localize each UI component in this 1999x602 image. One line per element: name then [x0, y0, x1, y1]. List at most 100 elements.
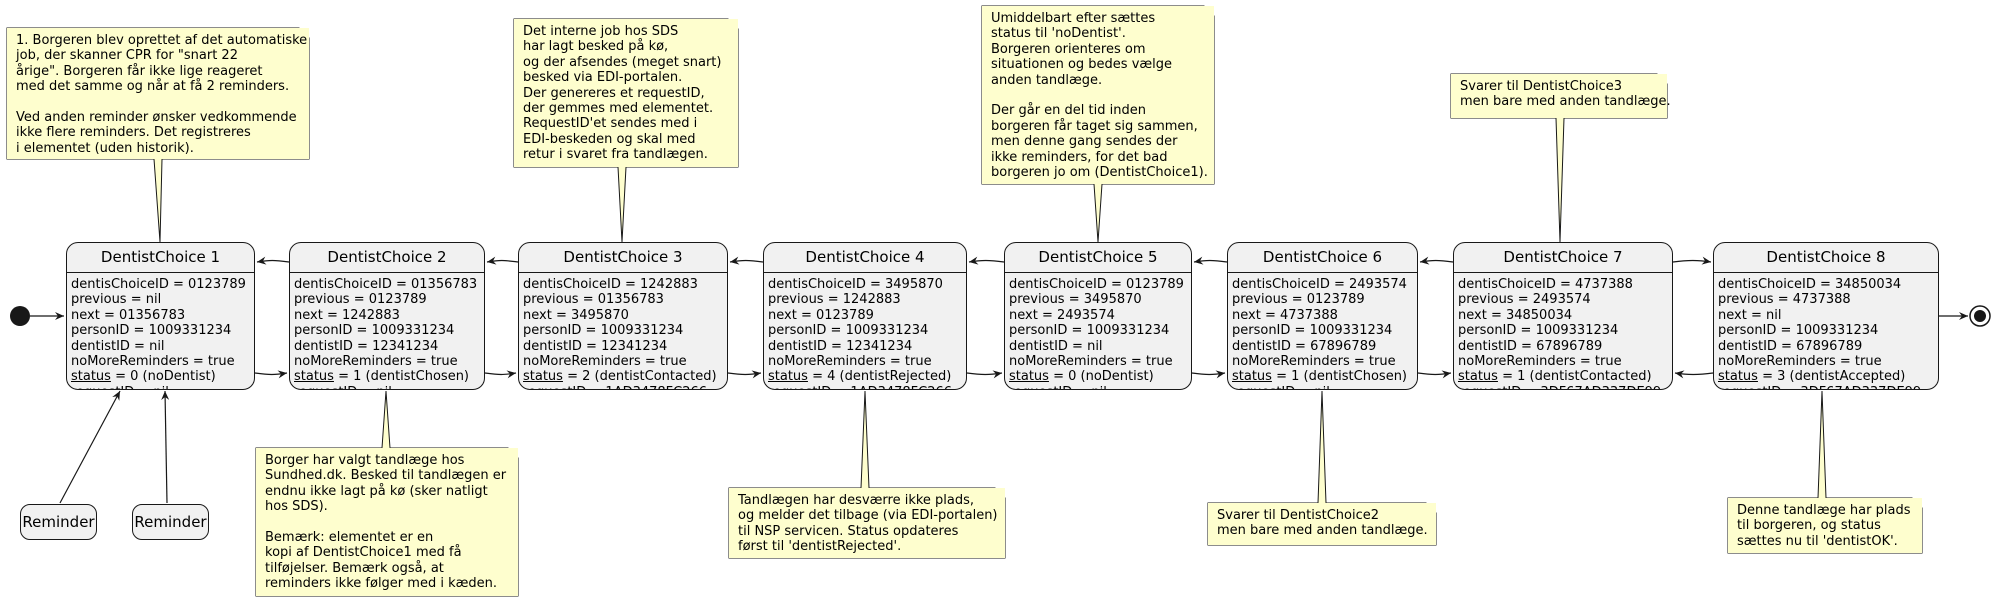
attribute-value: = 3DF67AD337DE99... [1521, 385, 1672, 389]
attribute-value: = 1009331234 [129, 323, 232, 339]
attribute-line: dentisChoiceID = 1242883 [523, 277, 727, 292]
attribute-line: personID = 1009331234 [1232, 323, 1417, 338]
note-connector [381, 390, 391, 449]
attribute-key: personID [71, 323, 130, 339]
attribute-value: = 0123789 [1287, 292, 1365, 308]
attribute-value: = 4737388 [1260, 307, 1338, 323]
note-connector [617, 166, 627, 243]
attribute-key: personID [1458, 323, 1517, 339]
attribute-line: next = 2493574 [1009, 308, 1191, 323]
attribute-key: requestID [1009, 385, 1072, 389]
attribute-value: = nil [357, 385, 392, 389]
attribute-value: = 1242883 [823, 292, 901, 308]
attribute-value: = 0123789 [168, 277, 246, 292]
attribute-value: = 67896789 [1516, 338, 1603, 354]
attribute-key: noMoreReminders [1718, 354, 1836, 370]
attribute-key: requestID [1718, 385, 1781, 389]
attribute-key: noMoreReminders [1232, 354, 1350, 370]
attribute-key: dentistID [768, 338, 827, 354]
attribute-value: = 67896789 [1776, 338, 1863, 354]
note-dentistchoice-4: Tandlægen har desværre ikke plads, og me… [729, 488, 1005, 558]
attribute-line: next = 3495870 [523, 308, 727, 323]
attribute-line: personID = 1009331234 [523, 323, 727, 338]
attribute-line: dentisChoiceID = 0123789 [71, 277, 254, 292]
attribute-key: status [1718, 369, 1758, 385]
attribute-value: = nil [1295, 385, 1330, 389]
attribute-key: requestID [523, 385, 586, 389]
attribute-key: next [1458, 307, 1487, 323]
attribute-value: = 3 (dentistAccepted) [1757, 369, 1906, 385]
note-connector [153, 158, 163, 243]
attribute-value: = 0123789 [349, 292, 427, 308]
attribute-line: dentisChoiceID = 3495870 [768, 277, 966, 292]
attribute-key: noMoreReminders [71, 354, 189, 370]
attribute-value: = 1009331234 [352, 323, 455, 339]
attribute-value: = 0 (noDentist) [110, 369, 216, 385]
attribute-key: status [1009, 369, 1049, 385]
attribute-key: requestID [768, 385, 831, 389]
note-connector [1317, 390, 1327, 504]
transition-backward [729, 256, 764, 265]
transition-forward [1672, 256, 1712, 265]
transition-forward [254, 370, 288, 379]
attribute-key: previous [523, 292, 579, 308]
attribute-line: previous = 4737388 [1718, 292, 1938, 307]
attribute-key: dentisChoiceID [294, 277, 392, 292]
attribute-key: previous [1458, 292, 1514, 308]
transition-forward [727, 370, 762, 379]
attribute-key: personID [1232, 323, 1291, 339]
attribute-key: previous [1009, 292, 1065, 308]
attribute-value: = 3DF67AD337DE99... [1781, 385, 1933, 389]
attribute-line: previous = 01356783 [523, 292, 727, 307]
transition-backward [1674, 370, 1714, 379]
attribute-value: = 2493574 [1037, 307, 1115, 323]
attribute-line: status = 1 (dentistChosen) [1232, 369, 1417, 384]
transition-backward [486, 256, 519, 265]
attribute-line: status = 1 (dentistChosen) [294, 369, 484, 384]
attribute-value: = true [1575, 354, 1622, 370]
attribute-line: dentistID = 12341234 [768, 339, 966, 354]
transition-forward [1191, 370, 1226, 379]
attribute-value: = 12341234 [581, 338, 668, 354]
transition-backward [1193, 256, 1228, 265]
attribute-key: dentisChoiceID [1718, 277, 1816, 292]
attribute-key: previous [71, 292, 127, 308]
attribute-key: next [71, 307, 100, 323]
attribute-value: = nil [1746, 307, 1782, 323]
state-title: DentistChoice 1 [67, 243, 254, 273]
attribute-line: next = nil [1718, 308, 1938, 323]
note-dentistchoice-3: Det interne job hos SDS har lagt besked … [514, 19, 738, 167]
attribute-line: status = 1 (dentistContacted) [1458, 369, 1672, 384]
final-state-core [1974, 310, 1986, 322]
attribute-value: = 3495870 [551, 307, 629, 323]
note-dentistchoice-6: Svarer til DentistChoice2 men bare med a… [1208, 503, 1436, 545]
transition-forward [1417, 370, 1452, 379]
attribute-key: dentistID [1232, 338, 1291, 354]
note-connector [1817, 390, 1827, 499]
attribute-key: personID [768, 323, 827, 339]
note-dentistchoice-5: Umiddelbart efter sættes status til 'noD… [982, 6, 1214, 184]
final-state [1969, 305, 1991, 327]
attribute-line: noMoreReminders = true [1718, 354, 1938, 369]
attribute-key: personID [1718, 323, 1777, 339]
transition-forward [484, 370, 517, 379]
attribute-line: noMoreReminders = true [523, 354, 727, 369]
attribute-value: = 12341234 [826, 338, 913, 354]
attribute-line: dentisChoiceID = 0123789 [1009, 277, 1191, 292]
attribute-value: = nil [134, 385, 169, 389]
attribute-key: noMoreReminders [1009, 354, 1127, 370]
attribute-value: = 1009331234 [581, 323, 684, 339]
attribute-key: dentisChoiceID [1009, 277, 1107, 292]
attribute-key: noMoreReminders [294, 354, 412, 370]
attribute-line: personID = 1009331234 [1458, 323, 1672, 338]
note-connector [1555, 117, 1565, 243]
attribute-value: = 2 (dentistContacted) [562, 369, 717, 385]
